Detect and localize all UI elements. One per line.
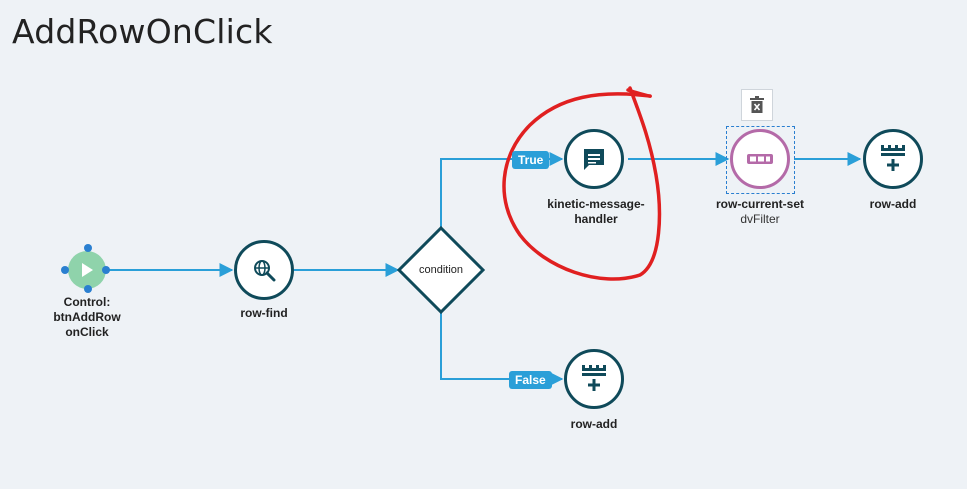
edge-condition-false[interactable] (440, 312, 564, 386)
row-add-bottom-label: row-add (570, 417, 618, 431)
message-handler-label-line1: kinetic-message- (547, 197, 645, 211)
condition-node[interactable] (396, 225, 486, 315)
message-handler-label-line2: handler (574, 212, 618, 226)
selection-handle[interactable] (84, 285, 92, 293)
kinetic-message-handler-label: kinetic-message- handler (526, 197, 666, 227)
row-current-set-sub: dvFilter (740, 212, 780, 226)
start-control-node[interactable] (68, 251, 106, 289)
row-current-set-name: row-current-set (715, 197, 804, 211)
row-find-label: row-find (240, 306, 288, 320)
table-add-icon (582, 365, 606, 391)
false-badge: False (509, 371, 552, 389)
start-label-line1: Control: (63, 295, 111, 309)
delete-node-button[interactable] (741, 89, 773, 121)
selection-box (726, 126, 795, 194)
table-add-icon (881, 145, 905, 171)
textbox-icon (747, 154, 773, 164)
chat-message-icon (584, 149, 604, 170)
start-label-line3: onClick (65, 325, 109, 339)
row-current-set-label: row-current-set dvFilter (690, 197, 830, 227)
true-badge: True (512, 151, 550, 169)
row-find-node[interactable] (234, 240, 294, 300)
row-current-set-node[interactable] (730, 129, 790, 189)
start-node-label: Control: btnAddRow onClick (17, 295, 157, 340)
kinetic-message-handler-node[interactable] (564, 129, 624, 189)
trash-icon (750, 96, 764, 113)
selection-handle[interactable] (84, 244, 92, 252)
selection-handle[interactable] (102, 266, 110, 274)
row-add-top-node[interactable] (863, 129, 923, 189)
play-icon (82, 263, 93, 277)
start-label-line2: btnAddRow (53, 310, 121, 324)
row-add-bottom-node[interactable] (564, 349, 624, 409)
page-title: AddRowOnClick (12, 12, 273, 51)
annotation-circle (502, 86, 662, 281)
globe-search-icon (254, 260, 276, 282)
row-add-top-label: row-add (869, 197, 917, 211)
condition-label: condition (418, 264, 464, 276)
selection-handle[interactable] (61, 266, 69, 274)
